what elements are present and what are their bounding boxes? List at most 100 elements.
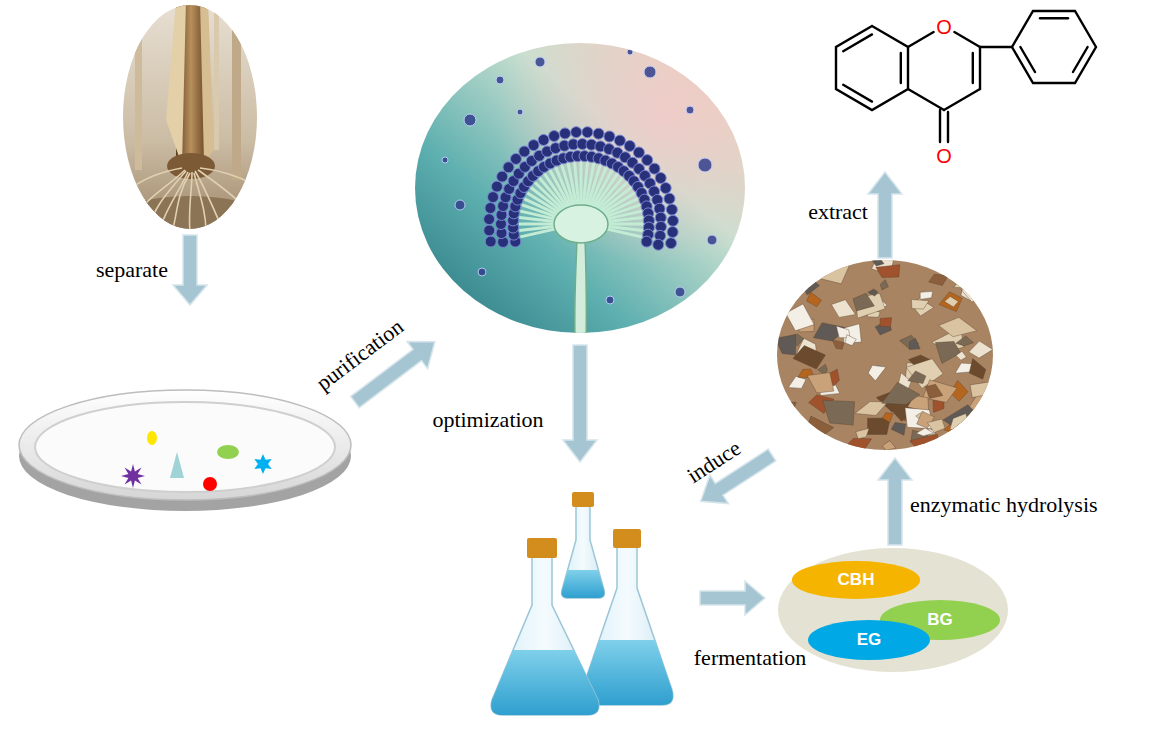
flavone-structure (836, 11, 1096, 142)
floating-spore (644, 66, 656, 78)
plant-photo (110, 0, 270, 248)
petri-dish (19, 390, 351, 500)
residue-piece (786, 254, 812, 272)
flasks (527, 538, 557, 558)
residue-piece (927, 419, 945, 433)
residue-piece (891, 423, 905, 436)
residue-piece (832, 340, 844, 349)
residue-piece (969, 359, 986, 380)
flavone-structure (979, 47, 981, 89)
spore (571, 127, 582, 138)
residue-piece (910, 434, 941, 457)
residue-piece (841, 438, 872, 460)
block-arrows (173, 172, 912, 615)
residue-piece (880, 280, 888, 290)
residue-piece (880, 318, 892, 327)
residue-photo (770, 255, 1000, 455)
aspergillus-image (410, 40, 750, 340)
residue-piece (983, 264, 993, 274)
flavone-structure (1073, 47, 1088, 72)
flasks (562, 570, 605, 598)
petri-dish (147, 431, 157, 445)
flavone-structure (972, 53, 974, 83)
spore (488, 192, 499, 203)
spore (484, 214, 495, 225)
residue-piece (789, 294, 800, 302)
residue-piece (823, 261, 831, 268)
floating-spore (606, 296, 614, 304)
residue-piece (845, 335, 856, 346)
block-arrows (868, 172, 902, 258)
flavone-structure (843, 34, 872, 51)
residue-piece (950, 414, 970, 430)
residue-piece (876, 265, 900, 278)
flavone-structure (980, 46, 1012, 48)
residue-piece (954, 280, 969, 288)
enzyme-name: BG (927, 611, 953, 630)
flavone-structure (944, 89, 980, 110)
flavone-structure (954, 32, 980, 47)
residue-piece (786, 272, 803, 281)
spore (491, 181, 502, 192)
step-label: separate (96, 258, 168, 282)
flavone-structure (939, 110, 941, 142)
step-label: fermentation (694, 646, 806, 670)
spore (664, 193, 675, 204)
plant-photo (166, 0, 186, 165)
residue-piece (799, 277, 819, 295)
petri-dish (254, 454, 271, 474)
residue-piece (779, 402, 796, 412)
floating-spore (535, 57, 545, 67)
plant-photo (194, 173, 206, 232)
residue-piece (916, 428, 933, 436)
flavone-structure (908, 32, 934, 47)
residue-piece (956, 259, 979, 280)
phialide (580, 162, 583, 209)
flasks (562, 506, 605, 598)
step-label: purification (312, 314, 409, 395)
residue-piece (771, 430, 790, 444)
plant-photo (232, 0, 241, 180)
residue-piece (765, 280, 795, 299)
residue-photo (761, 254, 1000, 460)
flavone-structure (1012, 11, 1096, 83)
step-label: enzymatic hydrolysis (910, 493, 1098, 517)
spore (667, 227, 678, 238)
residue-piece (788, 376, 806, 388)
flasks (491, 557, 599, 715)
residue-photo (761, 254, 996, 460)
floating-spore (455, 200, 465, 210)
spore (485, 203, 496, 214)
residue-piece (935, 341, 960, 363)
plant-photo (135, 0, 142, 170)
residue-piece (802, 432, 822, 444)
flavone-structure (843, 85, 872, 102)
flavone-structure (908, 89, 944, 110)
spore (549, 131, 560, 142)
residue-piece (970, 381, 993, 397)
floating-spore (686, 106, 694, 114)
spore (665, 238, 676, 249)
residue-piece (909, 338, 920, 349)
petri-dish (19, 390, 351, 511)
step-label: extract (808, 200, 868, 224)
atom-label: O (936, 145, 952, 167)
residue-piece (786, 304, 814, 331)
spore (604, 131, 615, 142)
residue-piece (882, 413, 893, 423)
floating-spore (627, 49, 633, 55)
residue-piece (872, 258, 885, 266)
block-arrows (700, 581, 765, 615)
residue-piece (945, 297, 959, 308)
residue-piece (939, 292, 962, 312)
floating-spore (517, 109, 523, 115)
residue-piece (962, 281, 987, 302)
plant-photo (200, 0, 214, 162)
flavone-structure (947, 112, 949, 142)
residue-piece (882, 441, 896, 451)
block-arrows (878, 458, 912, 545)
plant-photo (172, 173, 190, 232)
floating-spore (496, 76, 504, 84)
petri-dish (203, 477, 217, 491)
plant-photo (167, 153, 215, 179)
